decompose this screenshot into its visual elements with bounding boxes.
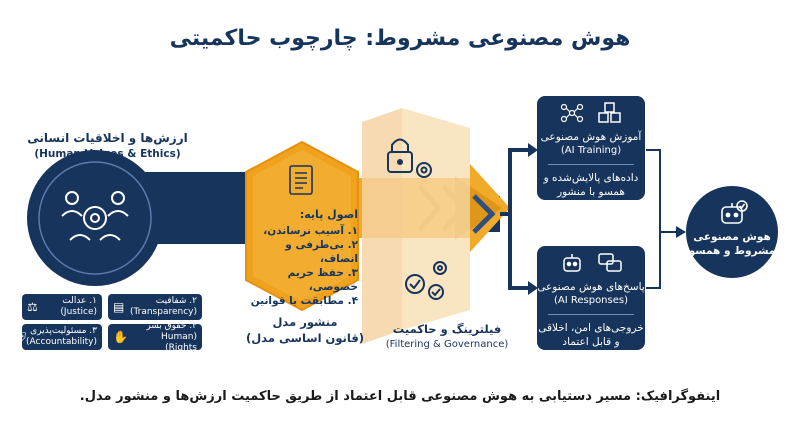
- training-body-1: داده‌های پالایش‌شده و: [543, 172, 639, 184]
- responses-title: پاسخ‌های هوش مصنوعی: [537, 281, 645, 293]
- training-body-2: همسو با منشور: [557, 186, 625, 198]
- values-label-en: (Human Values & Ethics): [34, 148, 181, 160]
- filter-panel-left: [362, 108, 402, 344]
- charter-heading: اصول پایه:: [299, 208, 358, 221]
- responses-body-1: خروجی‌های امن، اخلاقی: [538, 322, 644, 334]
- charter-item: ۱. آسیب نرساندن،: [263, 225, 358, 237]
- responses-title-en: (AI Responses): [553, 295, 629, 306]
- charter-label-sub: (قانون اساسی مدل): [246, 331, 364, 345]
- training-title: آموزش هوش مصنوعی: [540, 131, 642, 143]
- people-gear-icon: [61, 191, 129, 241]
- chip-label: ۳. مسئولیت‌پذیری: [30, 326, 97, 336]
- filter-label-title: فیلترینگ و حاکمیت: [392, 322, 502, 336]
- responses-body-2: و قابل اعتماد: [562, 336, 620, 348]
- values-label-fa: ارزش‌ها و اخلاقیات انسانی: [27, 131, 188, 145]
- divider: [547, 314, 635, 315]
- chip-accountability: ۳. مسئولیت‌پذیری (Accountability) ⛨: [17, 324, 102, 350]
- merge-line-top: [646, 149, 680, 233]
- arrowhead-icon: [528, 143, 538, 157]
- gear-icon: [416, 162, 432, 178]
- responses-card: پاسخ‌های هوش مصنوعی (AI Responses) خروجی…: [537, 246, 645, 350]
- training-title-en: (AI Training): [560, 145, 622, 156]
- values-label: ارزش‌ها و اخلاقیات انسانی (Human Values …: [20, 130, 195, 162]
- lock-icon: [387, 138, 413, 173]
- chip-label-en: (Transparency): [129, 307, 197, 317]
- chat-bubbles-icon: [598, 253, 622, 272]
- divider: [547, 164, 635, 165]
- check-gear-icon: [405, 261, 447, 300]
- charter-item: ۲. بی‌طرفی و انصاف،: [285, 239, 358, 265]
- page-title: هوش مصنوعی مشروط: چارچوب حاکمیتی: [169, 26, 631, 51]
- charter-label-title: منشور مدل: [272, 315, 338, 329]
- chip-label-en: (Human Rights): [161, 331, 197, 353]
- hands-icon: ✋: [113, 330, 128, 344]
- chip-label-en: (Accountability): [26, 337, 97, 347]
- chip-human-rights: ۴. حقوق بشر (Human Rights) ✋: [108, 320, 202, 353]
- final-circle: هوش مصنوعی مشروط و همسو: [686, 186, 778, 278]
- branch-line-top: [500, 148, 535, 216]
- training-card: آموزش هوش مصنوعی (AI Training) داده‌های …: [537, 96, 645, 200]
- branch-line-bottom: [508, 214, 535, 290]
- robot-icon: [563, 254, 581, 272]
- filter-label: فیلترینگ و حاکمیت (Filtering & Governanc…: [362, 322, 532, 352]
- arrowhead-icon: [676, 226, 686, 238]
- chip-label: ۱. عدالت: [62, 296, 97, 306]
- chevron-icon: [472, 194, 496, 234]
- chip-justice: ۱. عدالت (Justice) ⚖: [22, 294, 102, 320]
- chip-transparency: ۲. شفافیت (Transparency) ▤: [108, 294, 202, 320]
- chip-label: ۲. شفافیت: [155, 296, 197, 306]
- document-icon: ▤: [113, 300, 125, 314]
- arrowhead-icon: [528, 281, 538, 295]
- final-line-2: مشروط و همسو: [688, 245, 776, 257]
- charter-item: ۴. مطابقت با قوانین: [250, 295, 358, 307]
- robot-check-icon: [721, 200, 748, 224]
- scales-icon: ⚖: [27, 300, 38, 314]
- charter-principles: اصول پایه: ۱. آسیب نرساندن، ۲. بی‌طرفی و…: [246, 208, 358, 308]
- filter-label-en: (Filtering & Governance): [385, 339, 509, 350]
- neural-network-icon: [560, 103, 584, 123]
- charter-item: ۳. حفظ حریم خصوصی،: [287, 267, 358, 293]
- cubes-icon: [598, 102, 621, 123]
- charter-label: منشور مدل (قانون اساسی مدل): [240, 314, 370, 346]
- shield-icon: ⛨: [17, 329, 27, 344]
- merge-line-bottom: [646, 232, 661, 289]
- final-line-1: هوش مصنوعی: [693, 231, 771, 243]
- filter-panel-right: [402, 108, 470, 330]
- values-circle: [27, 150, 163, 286]
- scroll-icon: [289, 165, 313, 195]
- chip-label: ۴. حقوق بشر: [146, 320, 197, 331]
- caption: اینفوگرافیک: مسیر دستیابی به هوش مصنوعی …: [79, 389, 721, 404]
- chip-label-en: (Justice): [60, 307, 97, 317]
